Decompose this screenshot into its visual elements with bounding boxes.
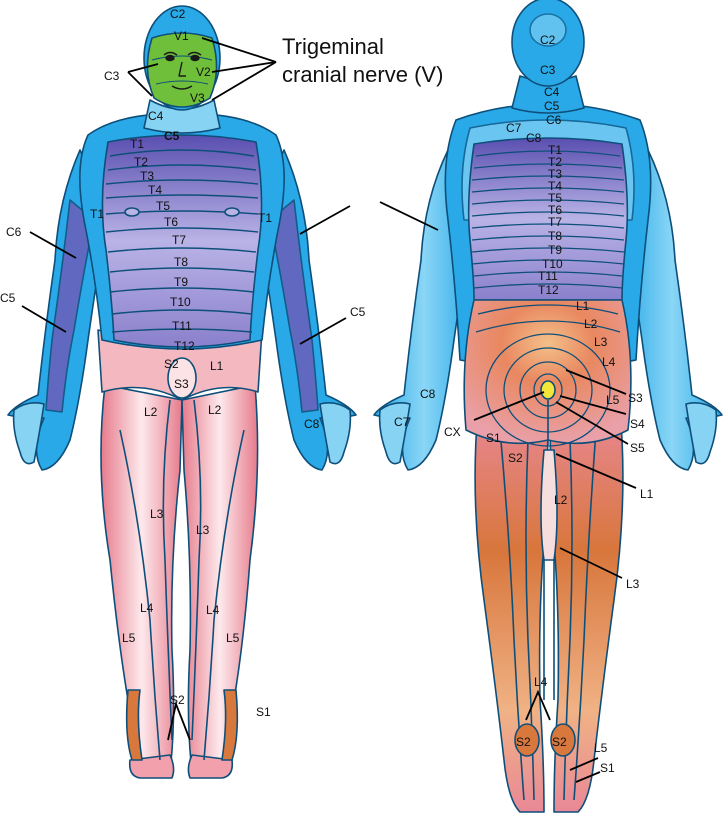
back-label-t7: T7 xyxy=(548,215,562,229)
back-label-t11: T11 xyxy=(538,269,558,283)
front-label-c2: C2 xyxy=(170,7,186,21)
front-label-t10: T10 xyxy=(170,295,191,309)
front-label-c5-arm: C5 xyxy=(0,291,16,305)
front-label-c4: C4 xyxy=(148,109,164,123)
back-label-s1: S1 xyxy=(486,431,501,445)
front-label-t2: T2 xyxy=(134,155,148,169)
front-label-t5: T5 xyxy=(156,199,170,213)
back-label-s1-foot: S1 xyxy=(600,761,615,775)
back-label-l4: L4 xyxy=(602,355,616,369)
front-label-c5: C5 xyxy=(164,129,180,143)
front-label-s2: S2 xyxy=(164,357,179,371)
back-label-c3: C3 xyxy=(540,63,556,77)
front-label-c8: C8 xyxy=(304,417,320,431)
back-label-t10: T10 xyxy=(542,257,563,271)
back-label-c8: C8 xyxy=(526,131,542,145)
back-label-l3: L3 xyxy=(594,335,608,349)
front-label-l5-left: L5 xyxy=(122,631,136,645)
front-torso-thoracic xyxy=(101,134,263,348)
title-line-1: Trigeminal xyxy=(282,34,384,59)
back-label-t1: T1 xyxy=(548,143,562,157)
back-label-c6: C6 xyxy=(546,113,562,127)
front-label-l2-left: L2 xyxy=(144,405,158,419)
back-label-s4: S4 xyxy=(630,417,645,431)
front-label-t6: T6 xyxy=(164,215,178,229)
back-label-c7-arm: C7 xyxy=(394,415,410,429)
back-label-l5-foot: L5 xyxy=(594,741,608,755)
back-label-l4-feet: L4 xyxy=(534,675,548,689)
back-label-s2-foot-left: S2 xyxy=(516,735,531,749)
back-label-l3-leg: L3 xyxy=(626,577,640,591)
front-label-v3: V3 xyxy=(190,91,205,105)
front-label-t11: T11 xyxy=(172,319,192,333)
front-label-l2-right: L2 xyxy=(208,403,222,417)
front-label-s1: S1 xyxy=(256,705,271,719)
front-figure xyxy=(7,5,357,779)
back-figure xyxy=(373,0,723,813)
front-label-s2-feet: S2 xyxy=(170,693,185,707)
front-label-t8: T8 xyxy=(174,255,188,269)
back-label-t6: T6 xyxy=(548,203,562,217)
front-label-t1-left: T1 xyxy=(90,207,104,221)
front-label-l3-right: L3 xyxy=(196,523,210,537)
front-label-l4-left: L4 xyxy=(140,601,154,615)
back-label-c8-arm: C8 xyxy=(420,387,436,401)
front-label-v2: V2 xyxy=(196,65,211,79)
back-label-l2-leg: L2 xyxy=(554,493,568,507)
back-left-leg xyxy=(474,409,549,813)
back-label-l5: L5 xyxy=(606,393,620,407)
front-label-c6: C6 xyxy=(6,225,22,239)
leader-lines xyxy=(21,37,637,783)
back-label-t5: T5 xyxy=(548,191,562,205)
front-face-trigeminal xyxy=(146,32,218,108)
back-label-t3: T3 xyxy=(548,167,562,181)
front-label-t12: T12 xyxy=(174,339,195,353)
back-label-c2: C2 xyxy=(540,33,556,47)
front-label-l3-left: L3 xyxy=(150,507,164,521)
front-label-t4: T4 xyxy=(148,183,162,197)
back-label-t4: T4 xyxy=(548,179,562,193)
back-label-cx: CX xyxy=(444,425,461,439)
back-label-c5: C5 xyxy=(544,99,560,113)
back-label-s5: S5 xyxy=(630,441,645,455)
coccygeal-region xyxy=(540,380,556,400)
back-right-leg xyxy=(549,409,624,813)
back-label-s3: S3 xyxy=(628,391,643,405)
front-label-c3: C3 xyxy=(104,69,120,83)
back-label-s2: S2 xyxy=(508,451,523,465)
front-left-leg xyxy=(100,384,183,773)
front-label-v1: V1 xyxy=(174,29,189,43)
front-label-c5-right: C5 xyxy=(350,305,366,319)
back-label-l1: L1 xyxy=(576,299,590,313)
back-label-t9: T9 xyxy=(548,243,562,257)
back-label-l1-leg: L1 xyxy=(640,487,654,501)
back-torso-thoracic xyxy=(467,137,629,301)
front-right-foot xyxy=(187,754,234,779)
back-label-t12: T12 xyxy=(538,283,559,297)
front-label-s3: S3 xyxy=(174,377,189,391)
back-label-t8: T8 xyxy=(548,229,562,243)
front-label-l4-right: L4 xyxy=(206,603,220,617)
back-label-t2: T2 xyxy=(548,155,562,169)
front-label-l1: L1 xyxy=(210,359,224,373)
back-labels: C2 C3 C4 C5 C6 C7 C8 T1 T2 T3 T4 T5 T6 T… xyxy=(394,33,654,775)
back-label-c7: C7 xyxy=(506,121,522,135)
title-line-2: cranial nerve (V) xyxy=(282,62,443,87)
front-labels: C2 V1 V2 V3 C3 C4 C5 T1 T2 T3 T4 T5 T6 T… xyxy=(0,7,366,719)
front-label-t3: T3 xyxy=(140,169,154,183)
front-label-t9: T9 xyxy=(174,275,188,289)
title-block: Trigeminal cranial nerve (V) xyxy=(282,34,443,87)
front-label-t1: T1 xyxy=(130,137,144,151)
front-label-t1-right: T1 xyxy=(258,211,272,225)
back-label-l2: L2 xyxy=(584,317,598,331)
front-label-l5-right: L5 xyxy=(226,631,240,645)
back-label-s2-foot-right: S2 xyxy=(552,735,567,749)
back-label-c4: C4 xyxy=(544,85,560,99)
front-label-t7: T7 xyxy=(172,233,186,247)
